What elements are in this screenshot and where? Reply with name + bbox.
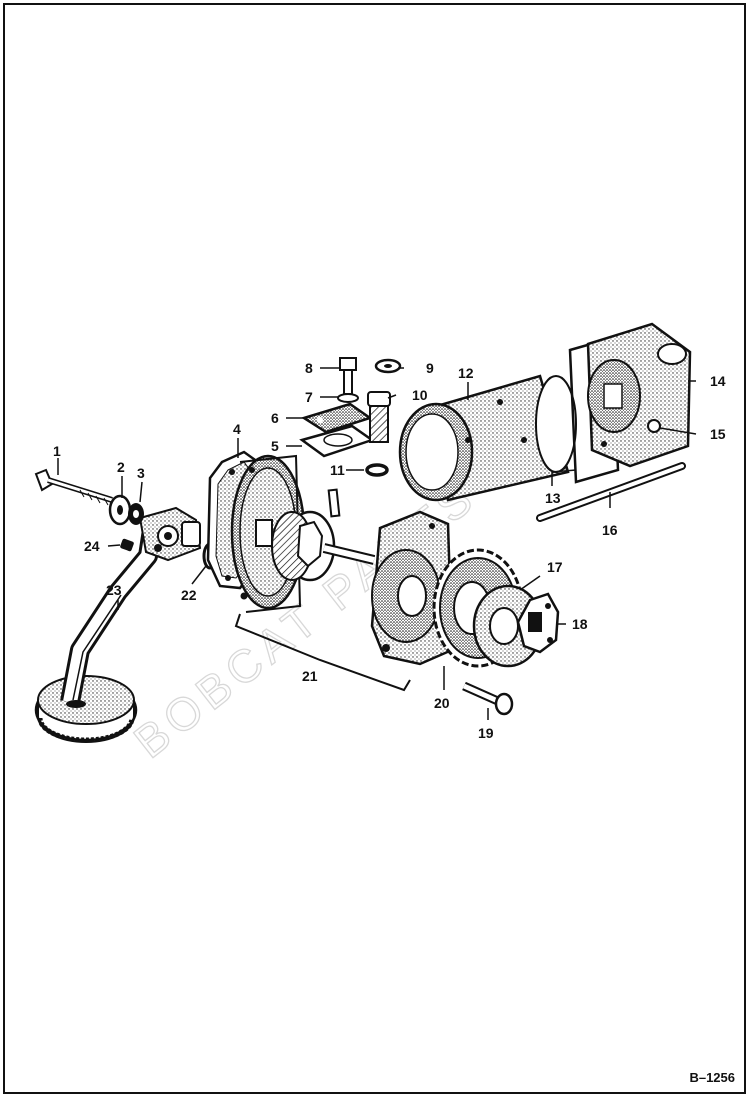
- gasket-5-drawing: [299, 424, 375, 458]
- callout-19: 19: [478, 725, 494, 741]
- assembly-21-bracket: [234, 613, 411, 692]
- callout-5: 5: [271, 438, 279, 454]
- washer-3-drawing: [128, 503, 144, 525]
- washer-9-drawing: [374, 358, 402, 374]
- callout-9: 9: [426, 360, 434, 376]
- callout-4: 4: [233, 421, 241, 437]
- callout-15: 15: [710, 426, 726, 442]
- stud-16-drawing: [536, 462, 686, 522]
- set-screw-24-drawing: [120, 538, 134, 552]
- bolt-1-drawing: [34, 468, 113, 506]
- callout-10: 10: [412, 387, 428, 403]
- callout-11: 11: [330, 462, 345, 478]
- callout-13: 13: [545, 490, 561, 506]
- callout-23: 23: [106, 582, 122, 598]
- leader-lines: [57, 367, 697, 720]
- housing-14-drawing: [586, 322, 692, 468]
- bolt-8-drawing: [339, 357, 357, 395]
- callout-17: 17: [547, 559, 563, 575]
- callout-14: 14: [710, 373, 726, 389]
- figure-id: B–1256: [689, 1070, 735, 1085]
- callout-18: 18: [572, 616, 588, 632]
- callout-22: 22: [181, 587, 197, 603]
- callout-8: 8: [305, 360, 313, 376]
- pickup-tube-drawing: [34, 528, 162, 743]
- figure-frame: [3, 3, 746, 1094]
- callout-2: 2: [117, 459, 125, 475]
- screen-12-drawing: [398, 374, 577, 502]
- nut-18-drawing: [516, 592, 560, 654]
- pump-cover-drawing: [370, 510, 454, 666]
- callout-12: 12: [458, 365, 474, 381]
- callout-21: 21: [302, 668, 318, 684]
- callout-16: 16: [602, 522, 618, 538]
- o-ring-11-drawing: [365, 463, 389, 477]
- callout-24: 24: [84, 538, 100, 554]
- callout-1: 1: [53, 443, 61, 459]
- lock-washer-7-drawing: [337, 393, 359, 403]
- callout-20: 20: [434, 695, 450, 711]
- callout-labels: 1 2 3 4 5 6 7 8 9 10 11 12 13 14 15 16 1…: [53, 360, 726, 741]
- rotor-drawing: [271, 488, 376, 582]
- pickup-flange-drawing: [138, 506, 202, 562]
- callout-7: 7: [305, 389, 313, 405]
- callout-3: 3: [137, 465, 145, 481]
- plate-6-drawing: [301, 402, 373, 434]
- washer-2-drawing: [108, 494, 132, 526]
- bolt-19-drawing: [462, 681, 514, 716]
- relief-valve-10-drawing: [367, 391, 391, 443]
- callout-6: 6: [271, 410, 279, 426]
